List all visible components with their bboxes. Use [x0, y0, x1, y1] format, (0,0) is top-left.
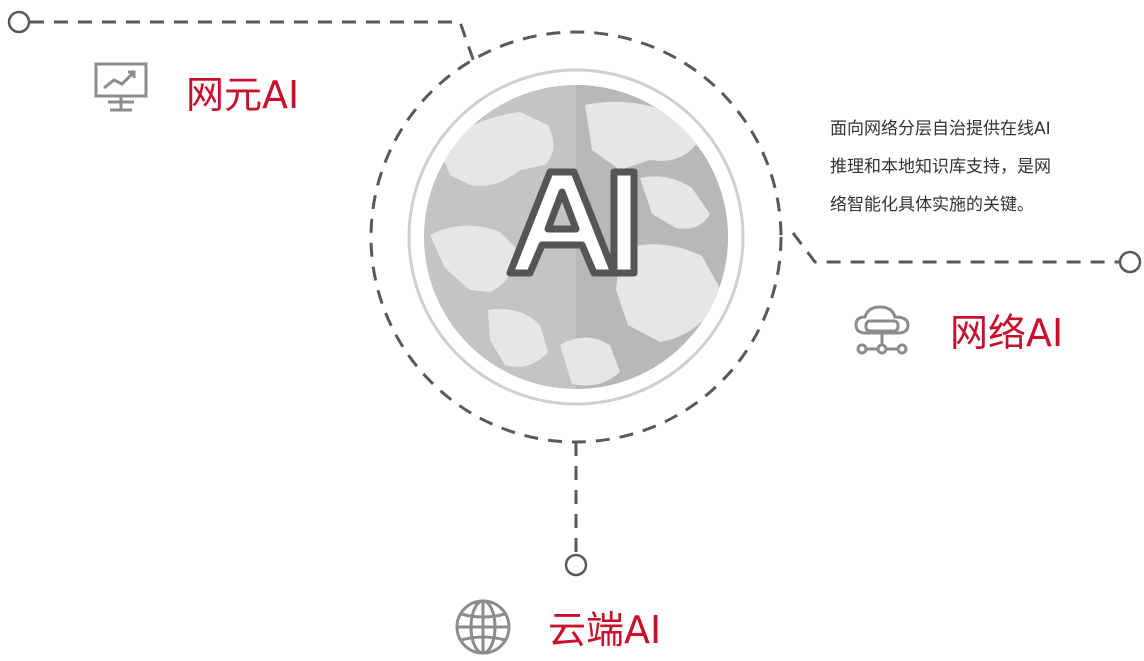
letter-i — [610, 168, 638, 277]
description-line: 面向网络分层自治提供在线AI — [830, 119, 1051, 139]
globe-icon — [453, 597, 513, 661]
connector-ne — [30, 20, 476, 63]
node-label-ne: 网元AI — [186, 73, 300, 117]
connector-endpoint-net — [1118, 250, 1142, 274]
description-line: 推理和本地知识库支持，是网 — [830, 157, 1051, 177]
ai-letters — [506, 168, 638, 277]
description-line: 络智能化具体实施的关键。 — [830, 195, 1034, 215]
node-label-cloud: 云端AI — [548, 608, 662, 652]
monitor-chart-icon — [92, 60, 150, 122]
connector-endpoint-ne — [7, 10, 31, 34]
letter-a — [506, 168, 618, 277]
description-text: 面向网络分层自治提供在线AI 推理和本地知识库支持，是网 络智能化具体实施的关键… — [830, 110, 1140, 224]
connector-net — [791, 232, 1120, 264]
connector-endpoint-cloud — [564, 553, 588, 577]
node-label-net: 网络AI — [950, 311, 1064, 355]
cloud-network-icon — [852, 303, 912, 363]
